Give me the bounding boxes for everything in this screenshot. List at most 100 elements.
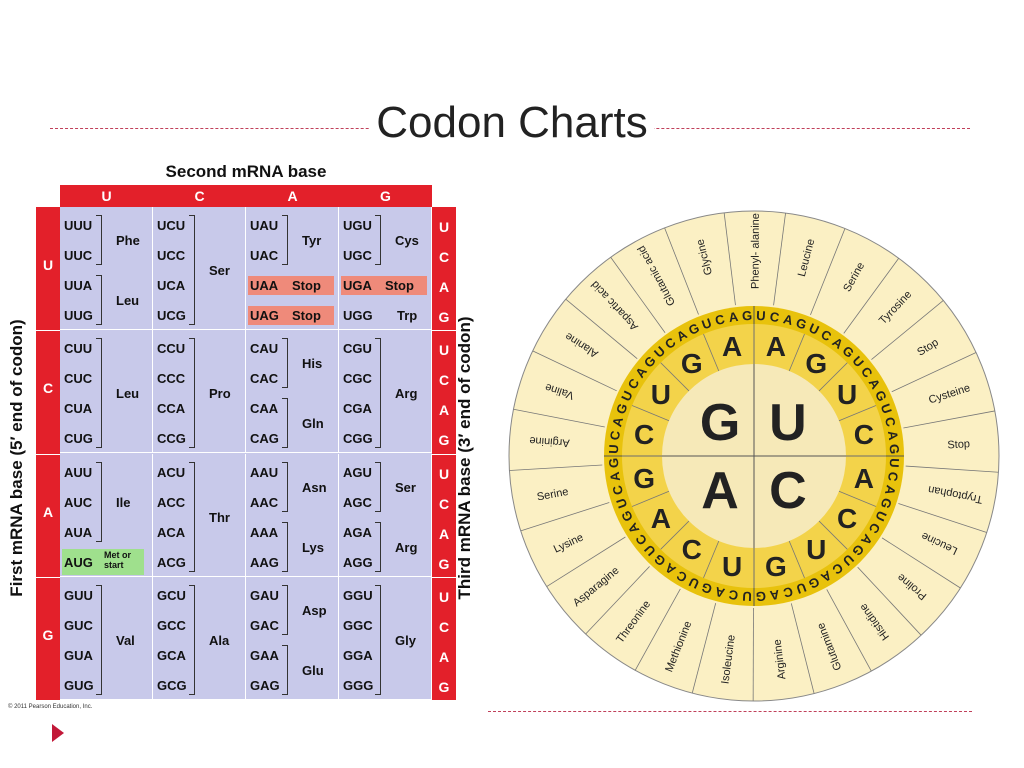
codon-GAG: GAG [250,677,280,693]
first-base-label-C: C [42,380,54,397]
codon-GCU: GCU [157,587,186,603]
stop-codon-highlight [248,306,334,325]
codon-UGC: UGC [343,248,372,263]
codon-GGA: GGA [343,647,373,663]
third-base-label-C: C [438,372,450,389]
row-divider [432,330,456,332]
amino-acid-label: Ser [395,479,416,495]
codon-CGC: CGC [343,371,372,387]
codon-AGC: AGC [343,494,372,510]
third-base-A: A [713,584,726,601]
codon-GUA: GUA [64,647,93,663]
third-base-U: U [606,444,621,454]
codon-GCG: GCG [157,677,187,693]
second-base-A: A [854,463,874,494]
amino-acid-label: Val [116,632,135,648]
codon-bracket [375,338,381,449]
amino-acid-label: His [302,356,323,372]
amino-acid-wedge-label: Serine [536,486,569,504]
third-base-A: A [607,470,623,482]
amino-acid-label: Ile [116,494,131,510]
codon-AUU: AUU [64,464,93,480]
second-base-G: G [765,551,787,582]
third-base-G: G [755,589,766,604]
third-base-A: A [885,430,901,442]
wheel-wedge-divider [513,408,605,428]
codon-UGU: UGU [343,218,372,233]
third-base-A: A [882,484,899,497]
row-divider [36,453,60,455]
codon-GGU: GGU [343,587,373,603]
wheel-wedge-divider [857,566,922,636]
codon-GGG: GGG [343,677,374,693]
second-base-U: U [837,379,857,410]
third-base-label-U: U [438,342,450,359]
wheel-ring-divider [788,333,805,372]
codon-UAA: UAA [250,278,279,293]
third-base-C: C [769,309,781,325]
wheel-ring-divider [838,405,877,422]
codon-AAG: AAG [250,554,279,570]
codon-CUU: CUU [64,341,93,357]
codon-ACC: ACC [157,494,186,510]
second-base-G: G [805,348,827,379]
wheel-ring-divider [631,490,670,507]
third-base-label-C: C [438,495,450,512]
amino-acid-label: Asn [302,479,327,495]
codon-bracket [282,338,288,389]
play-icon[interactable] [52,724,64,742]
row-divider [432,453,456,455]
third-base-label-G: G [438,555,450,572]
wheel-ring-divider [818,520,848,550]
amino-acid-label: Arg [395,386,418,402]
wheel-wedge-divider [898,503,987,533]
wheel-wedge-divider [634,588,681,671]
wheel-ring-divider [660,520,690,550]
wheel-wedge-divider [903,410,995,429]
third-base-U: U [742,589,752,604]
codon-GCC: GCC [157,617,186,633]
amino-acid-label: Gln [302,416,324,432]
third-base-A: A [768,587,780,603]
wheel-wedge-divider [691,602,717,694]
codon-bracket [96,461,102,542]
codon-GAA: GAA [250,647,279,663]
codon-GUU: GUU [64,587,93,603]
third-base-C: C [727,587,739,603]
third-base-label-G: G [438,432,450,449]
codon-UUG: UUG [64,308,93,323]
second-base-G: G [633,463,655,494]
amino-acid-label: Gly [395,632,416,648]
stop-label: Stop [292,278,321,293]
codon-bracket [189,461,195,572]
wheel-wedge-divider [905,465,999,473]
codon-GUC: GUC [64,617,93,633]
second-base-header-A: A [246,187,340,206]
codon-UUA: UUA [64,278,93,293]
wheel-wedge-divider [723,212,736,306]
codon-CGU: CGU [343,341,372,357]
codon-GGC: GGC [343,617,373,633]
wheel-wedge-divider [546,536,626,587]
codon-ACA: ACA [157,524,186,540]
third-base-label-U: U [438,588,450,605]
first-base-U: U [769,394,807,452]
codon-UUC: UUC [64,248,93,263]
codon-CUG: CUG [64,431,93,447]
codon-UCC: UCC [157,248,186,263]
codon-CCC: CCC [157,371,186,387]
wheel-wedge-divider [826,589,872,672]
amino-acid-label: Arg [395,539,418,555]
third-base-label-U: U [438,465,450,482]
third-base-G: G [742,308,753,323]
amino-acid-label: Cys [395,233,419,248]
third-base-label-U: U [438,219,450,235]
second-base-C: C [837,503,857,534]
codon-UCG: UCG [157,308,186,323]
codon-bracket [375,461,381,512]
